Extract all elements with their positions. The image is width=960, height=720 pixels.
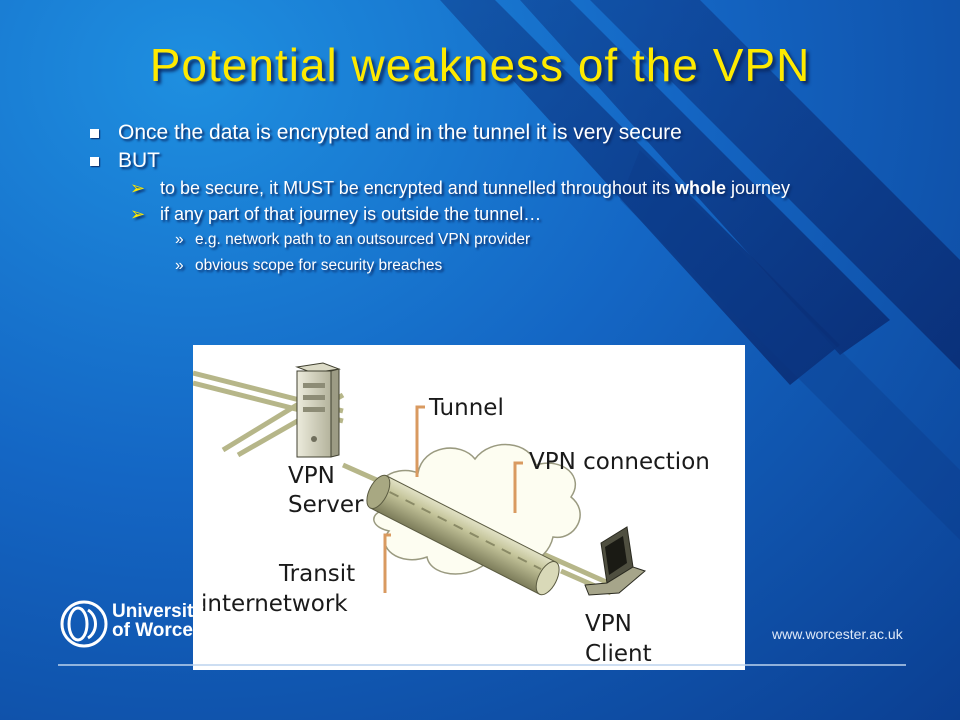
sub-sub-bullet-text: e.g. network path to an outsourced VPN p…: [195, 231, 531, 248]
vpn-server-label-line1: VPN: [288, 463, 335, 489]
bullet-text: BUT: [118, 149, 160, 172]
sub-sub-bullet-item: » obvious scope for security breaches: [175, 256, 890, 276]
footer-divider: [58, 664, 906, 666]
vpn-client-label-line1: VPN: [585, 611, 632, 637]
diagram-labels: Tunnel VPN connection VPN Server Transit…: [201, 395, 710, 667]
vpn-client-label-line2: Client: [585, 641, 652, 667]
vpn-diagram-svg: Tunnel VPN connection VPN Server Transit…: [193, 362, 710, 667]
chevron-bullet-icon: »: [175, 257, 184, 274]
bullet-item: BUT: [90, 148, 890, 174]
tunnel-cylinder: [366, 474, 560, 596]
website-url: www.worcester.ac.uk: [772, 626, 903, 642]
transit-cloud: [373, 443, 581, 575]
vpn-server-label-line2: Server: [288, 492, 364, 518]
label-leader-lines: [383, 405, 523, 593]
chevron-bullet-icon: »: [175, 231, 184, 248]
bullet-text: Once the data is encrypted and in the tu…: [118, 121, 682, 144]
university-name: University of Worces: [112, 602, 204, 640]
stripe-middle: [520, 0, 890, 355]
sub-sub-bullet-text: obvious scope for security breaches: [195, 257, 443, 274]
transit-label-line2: internetwork: [201, 591, 348, 617]
stripe-shadow: [620, 150, 960, 540]
bullet-item: Once the data is encrypted and in the tu…: [90, 120, 890, 146]
bullet-list: Once the data is encrypted and in the tu…: [90, 120, 890, 282]
university-name-line1: University: [112, 601, 204, 622]
stripe-lower: [440, 0, 840, 385]
vpn-client-laptop-icon: [584, 526, 647, 596]
transit-label-line1: Transit: [278, 561, 355, 587]
vpn-connection-label: VPN connection: [529, 449, 710, 475]
sub-bullet-item: ➢ if any part of that journey is outside…: [130, 204, 890, 224]
sub-bullet-item: ➢ to be secure, it MUST be encrypted and…: [130, 178, 890, 198]
sub-bullet-text: if any part of that journey is outside t…: [160, 204, 542, 224]
sub-sub-bullet-item: » e.g. network path to an outsourced VPN…: [175, 230, 890, 250]
sub-bullet-text-end: journey: [726, 178, 791, 198]
sub-bullet-text: to be secure, it MUST be encrypted and t…: [160, 178, 675, 198]
university-logo-icon: [60, 600, 108, 648]
vpn-server-icon: [295, 362, 341, 458]
slide-title: Potential weakness of the VPN: [149, 39, 811, 91]
square-bullet-icon: [90, 157, 99, 166]
stripe-top: [590, 0, 960, 370]
vpn-diagram: Tunnel VPN connection VPN Server Transit…: [193, 345, 745, 670]
arrow-bullet-icon: ➢: [130, 204, 146, 224]
sub-bullet-bold-text: whole: [674, 178, 726, 198]
arrow-bullet-icon: ➢: [130, 178, 146, 198]
university-name-line2: of Worces: [112, 620, 204, 641]
tunnel-label: Tunnel: [428, 395, 504, 421]
square-bullet-icon: [90, 129, 99, 138]
